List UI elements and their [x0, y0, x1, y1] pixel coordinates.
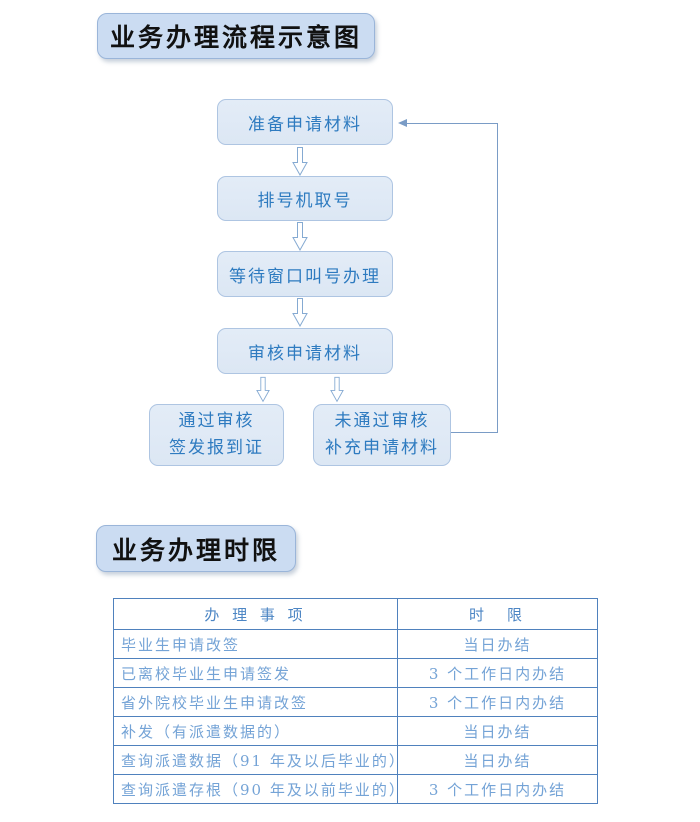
branch-arrow-down-icon: [256, 376, 270, 403]
time-limits-table: 办 理 事 项 时 限 毕业生申请改签 当日办结 已离校毕业生申请签发 3 个工…: [113, 598, 598, 804]
flow-step-prepare-materials: 准备申请材料: [217, 99, 393, 145]
table-row: 查询派遣数据（91 年及以后毕业的） 当日办结: [113, 745, 598, 775]
cell-limit: 当日办结: [397, 745, 598, 775]
header-item: 办 理 事 项: [113, 598, 398, 630]
flow-step-wait-window-call: 等待窗口叫号办理: [217, 251, 393, 297]
outcome-fail-box: 未通过审核 补充申请材料: [313, 404, 451, 466]
return-connector-bottom-line: [451, 432, 498, 433]
header-limit: 时 限: [397, 598, 598, 630]
flow-arrow-down-icon: [292, 147, 308, 176]
branch-arrow-down-icon: [330, 376, 344, 403]
flow-step-take-number: 排号机取号: [217, 176, 393, 221]
flow-arrow-down-icon: [292, 222, 308, 251]
cell-limit: 3 个工作日内办结: [397, 687, 598, 717]
cell-item: 补发（有派遣数据的）: [113, 716, 398, 746]
table-row: 补发（有派遣数据的） 当日办结: [113, 716, 598, 746]
table-header-row: 办 理 事 项 时 限: [113, 598, 598, 630]
flow-section-title: 业务办理流程示意图: [97, 13, 375, 59]
return-connector-vertical-line: [497, 123, 498, 433]
outcome-fail-line1: 未通过审核: [334, 411, 430, 431]
table-row: 毕业生申请改签 当日办结: [113, 629, 598, 659]
table-row: 查询派遣存根（90 年及以前毕业的） 3 个工作日内办结: [113, 774, 598, 804]
outcome-fail-line2: 补充申请材料: [325, 438, 439, 458]
cell-item: 省外院校毕业生申请改签: [113, 687, 398, 717]
cell-item: 查询派遣数据（91 年及以后毕业的）: [113, 745, 398, 775]
limits-section-title: 业务办理时限: [96, 525, 296, 572]
table-row: 已离校毕业生申请签发 3 个工作日内办结: [113, 658, 598, 688]
table-row: 省外院校毕业生申请改签 3 个工作日内办结: [113, 687, 598, 717]
flow-arrow-down-icon: [292, 298, 308, 327]
outcome-pass-box: 通过审核 签发报到证: [149, 404, 284, 466]
return-arrowhead-left-icon: [398, 119, 407, 127]
outcome-pass-line2: 签发报到证: [169, 438, 264, 458]
cell-item: 查询派遣存根（90 年及以前毕业的）: [113, 774, 398, 804]
return-connector-top-line: [406, 123, 498, 124]
cell-limit: 3 个工作日内办结: [397, 774, 598, 804]
cell-item: 毕业生申请改签: [113, 629, 398, 659]
outcome-pass-line1: 通过审核: [178, 411, 255, 431]
cell-limit: 3 个工作日内办结: [397, 658, 598, 688]
cell-limit: 当日办结: [397, 716, 598, 746]
flow-step-review-materials: 审核申请材料: [217, 328, 393, 374]
cell-item: 已离校毕业生申请签发: [113, 658, 398, 688]
cell-limit: 当日办结: [397, 629, 598, 659]
